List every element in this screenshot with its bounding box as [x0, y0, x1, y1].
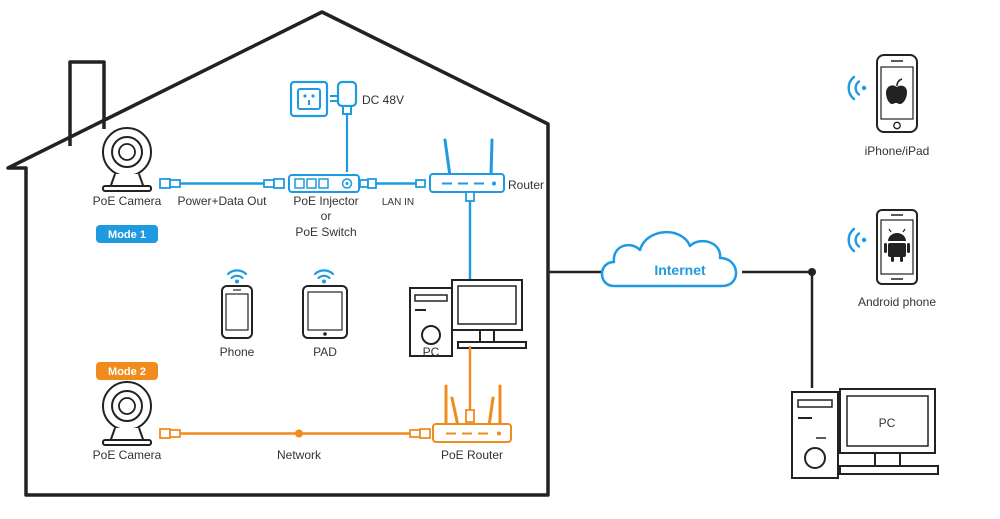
iphone-label: iPhone/iPad	[865, 144, 930, 158]
injector-label-line2: or	[321, 209, 332, 223]
desktop-pc-outside-icon	[791, 388, 939, 479]
wifi-icon	[313, 269, 335, 285]
lan-in-label: LAN IN	[382, 197, 414, 208]
pc-outside-label: PC	[879, 416, 896, 430]
poe-camera-1-label: PoE Camera	[93, 194, 162, 208]
cloud-icon	[600, 230, 738, 288]
apple-logo-icon	[886, 78, 907, 104]
svg-text:Mode 1: Mode 1	[108, 229, 146, 241]
poe-camera-1-icon	[102, 127, 152, 192]
wifi-icon	[847, 75, 868, 101]
power-outlet-icon	[289, 80, 329, 118]
android-logo-icon	[884, 228, 910, 262]
house-outline	[6, 10, 550, 497]
power-data-cable	[159, 178, 285, 189]
pad-label: PAD	[313, 345, 337, 359]
power-adapter-icon	[330, 80, 358, 115]
internet-label: Internet	[654, 262, 706, 278]
smartphone-icon	[221, 285, 253, 339]
wifi-router-icon	[429, 138, 505, 202]
router-label: Router	[508, 178, 544, 192]
phone-label: Phone	[220, 345, 255, 359]
injector-label-line1: PoE Injector	[293, 194, 358, 208]
power-data-out-label: Power+Data Out	[177, 194, 267, 208]
network-label: Network	[277, 448, 322, 462]
dc-label: DC 48V	[362, 93, 404, 107]
wifi-icon	[226, 269, 248, 285]
poe-injector-icon	[288, 174, 360, 193]
injector-label-line3: PoE Switch	[295, 225, 356, 239]
poe-router-icon	[432, 384, 512, 443]
tablet-icon	[302, 285, 348, 339]
network-cable	[159, 428, 431, 439]
svg-text:Mode 2: Mode 2	[108, 366, 146, 378]
pc-inside-label: PC	[423, 345, 440, 359]
poe-camera-2-icon	[102, 381, 152, 446]
poe-camera-2-label: PoE Camera	[93, 448, 162, 462]
mode1-badge: Mode 1	[96, 225, 158, 243]
lan-in-cable	[359, 178, 426, 189]
wifi-icon	[847, 227, 868, 253]
mode2-badge: Mode 2	[96, 362, 158, 380]
poe-router-label: PoE Router	[441, 448, 503, 462]
android-label: Android phone	[858, 295, 936, 309]
